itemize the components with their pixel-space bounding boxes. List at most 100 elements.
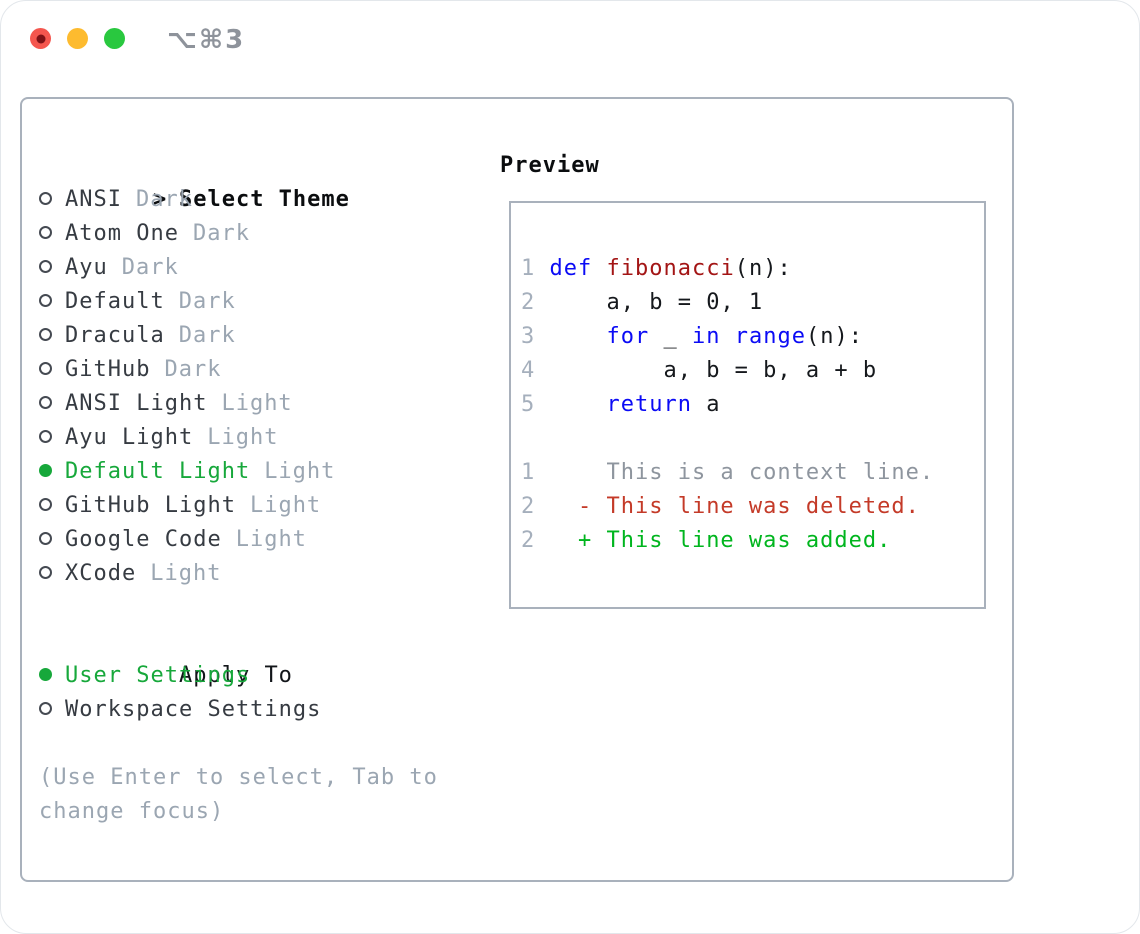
- theme-variant-tag: Dark: [178, 289, 236, 314]
- theme-name: Default: [65, 289, 165, 314]
- code-token: def: [549, 256, 593, 281]
- line-number: 5: [521, 392, 536, 417]
- code-token: a: [691, 392, 721, 417]
- theme-variant-tag: Light: [221, 391, 293, 416]
- hint-line: change focus): [39, 799, 225, 824]
- code-token: [535, 324, 606, 349]
- theme-name: ANSI Light: [65, 391, 208, 416]
- theme-name: GitHub: [65, 357, 151, 382]
- blank-line: [521, 422, 984, 456]
- close-dot-icon: [36, 34, 45, 43]
- theme-name: GitHub Light: [65, 493, 236, 518]
- theme-variant-tag: Light: [264, 459, 336, 484]
- theme-variant-tag: Dark: [135, 187, 193, 212]
- code-token: [592, 256, 606, 281]
- theme-option-ayu-light-light[interactable]: Ayu Light Light: [39, 421, 438, 455]
- spacer: [39, 591, 438, 625]
- radio-icon: [39, 532, 52, 545]
- line-number: 4: [521, 358, 536, 383]
- radio-icon: [39, 362, 52, 375]
- radio-icon: [39, 396, 52, 409]
- code-token: range: [734, 324, 806, 349]
- diff-added-line: 2 + This line was added.: [521, 524, 984, 558]
- theme-name: ANSI: [65, 187, 122, 212]
- theme-variant-tag: Dark: [192, 221, 250, 246]
- code-line: 2 a, b = 0, 1: [521, 286, 984, 320]
- theme-option-default-dark[interactable]: Default Dark: [39, 285, 438, 319]
- theme-option-ansi-dark[interactable]: ANSI Dark: [39, 183, 438, 217]
- radio-icon: [39, 328, 52, 341]
- code-line: 4 a, b = b, a + b: [521, 354, 984, 388]
- code-token: _: [649, 324, 692, 349]
- code-token: in: [691, 324, 721, 349]
- theme-option-xcode-light[interactable]: XCode Light: [39, 557, 438, 591]
- theme-name: Dracula: [65, 323, 165, 348]
- code-line: 1 def fibonacci(n):: [521, 252, 984, 286]
- minimize-button[interactable]: [67, 28, 88, 49]
- radio-icon: [39, 702, 52, 715]
- theme-option-ayu-dark[interactable]: Ayu Dark: [39, 251, 438, 285]
- spacer: [39, 727, 438, 761]
- code-token: a, b = b, a + b: [535, 358, 878, 383]
- theme-option-dracula-dark[interactable]: Dracula Dark: [39, 319, 438, 353]
- hint-text: (Use Enter to select, Tab to change focus…: [39, 761, 438, 829]
- radio-icon: [39, 566, 52, 579]
- radio-icon: [39, 430, 52, 443]
- radio-selected-icon: [39, 668, 52, 681]
- code-token: [535, 256, 549, 281]
- preview-header: Preview: [500, 153, 600, 178]
- theme-variant-tag: Dark: [178, 323, 236, 348]
- theme-name: Ayu: [65, 255, 108, 280]
- code-token: (n):: [805, 324, 863, 349]
- apply-option-label: User Settings: [65, 663, 251, 688]
- hint-line: (Use Enter to select, Tab to: [39, 765, 438, 790]
- apply-to-header: Apply To: [39, 625, 438, 688]
- code-token: [720, 324, 734, 349]
- theme-option-ansi-light-light[interactable]: ANSI Light Light: [39, 387, 438, 421]
- select-theme-title: Select Theme: [178, 187, 350, 212]
- code-token: + This line was added.: [535, 528, 892, 553]
- line-number: 2: [521, 528, 536, 553]
- apply-option-user-settings[interactable]: User Settings: [39, 659, 438, 693]
- code-token: This is a context line.: [535, 460, 935, 485]
- radio-icon: [39, 294, 52, 307]
- diff-context-line: 1 This is a context line.: [521, 456, 984, 490]
- apply-option-workspace-settings[interactable]: Workspace Settings: [39, 693, 438, 727]
- code-token: (n):: [734, 256, 792, 281]
- titlebar: ⌥⌘3: [1, 1, 1139, 77]
- code-token: fibonacci: [606, 256, 735, 281]
- code-line: 3 for _ in range(n):: [521, 320, 984, 354]
- radio-icon: [39, 192, 52, 205]
- theme-name: Ayu Light: [65, 425, 194, 450]
- line-number: 3: [521, 324, 536, 349]
- theme-option-github-dark[interactable]: GitHub Dark: [39, 353, 438, 387]
- theme-variant-tag: Light: [150, 561, 222, 586]
- theme-option-github-light-light[interactable]: GitHub Light Light: [39, 489, 438, 523]
- line-number: 2: [521, 290, 536, 315]
- close-button[interactable]: [30, 28, 51, 49]
- theme-variant-tag: Light: [235, 527, 307, 552]
- radio-selected-icon: [39, 464, 52, 477]
- theme-variant-tag: Dark: [121, 255, 179, 280]
- code-token: [535, 392, 606, 417]
- line-number: 2: [521, 494, 536, 519]
- zoom-button[interactable]: [104, 28, 125, 49]
- code-line: 5 return a: [521, 388, 984, 422]
- code-token: - This line was deleted.: [535, 494, 920, 519]
- theme-variant-tag: Light: [249, 493, 322, 518]
- theme-name: XCode: [65, 561, 137, 586]
- radio-icon: [39, 498, 52, 511]
- radio-icon: [39, 226, 52, 239]
- line-number: 1: [521, 256, 536, 281]
- theme-variant-tag: Light: [207, 425, 279, 450]
- theme-variant-tag: Dark: [164, 357, 222, 382]
- window-title: ⌥⌘3: [167, 25, 246, 55]
